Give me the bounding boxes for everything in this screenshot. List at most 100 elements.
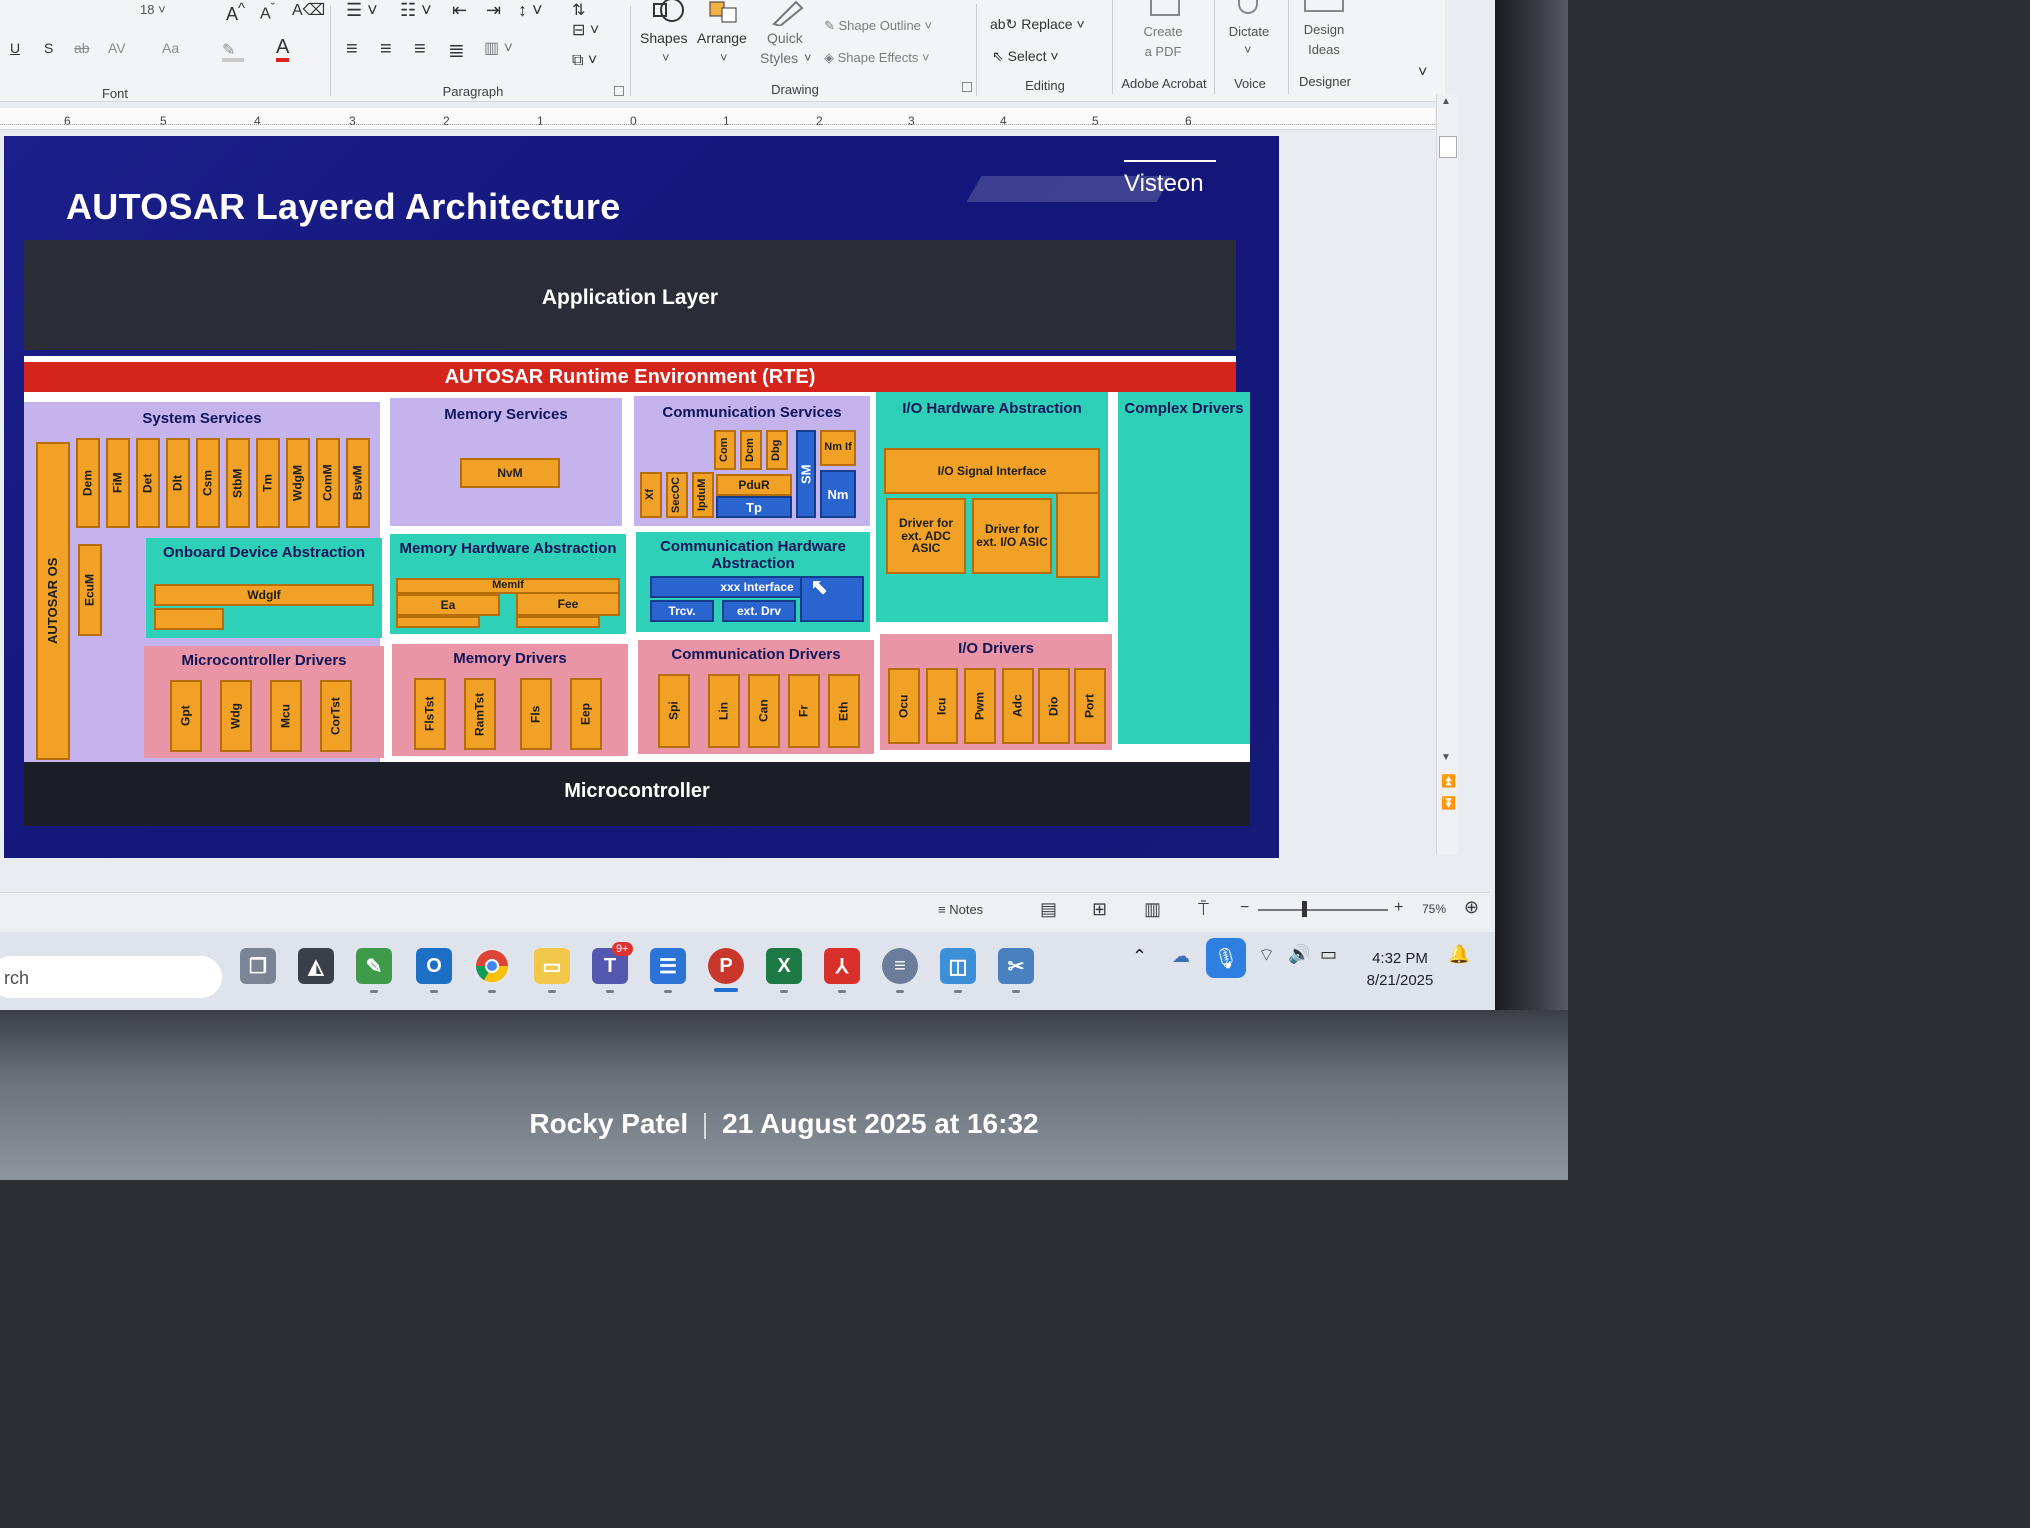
microphone-icon[interactable]: 🎙 [1206,938,1246,978]
font-size-box[interactable]: 18 ˅ [140,2,166,17]
fit-slide-icon[interactable]: ⊕ [1464,897,1480,917]
onedrive-icon[interactable]: ☁ [1172,946,1190,966]
align-left-icon[interactable]: ≡ [346,38,358,60]
dictate-button[interactable]: Dictate [1228,24,1270,39]
shrink-font-button[interactable]: Aˇ [260,0,276,23]
driver-adc-asic-block: Driver for ext. ADC ASIC [886,498,966,574]
align-center-icon[interactable]: ≡ [380,38,392,60]
bullets-icon[interactable]: ☰ ˅ [346,0,378,20]
font-color-button[interactable]: A [276,36,290,62]
design-ideas-label-1[interactable]: Design [1303,22,1345,37]
dialog-launcher-icon[interactable] [962,82,972,92]
notepad-icon[interactable]: ☰ [650,948,686,984]
shadow-button[interactable]: S [44,40,54,56]
collapse-ribbon-icon[interactable]: ˅ [1418,64,1428,81]
powerpoint-icon[interactable]: P [708,948,744,984]
align-text-icon[interactable]: ⊟ ˅ [572,22,600,39]
line-spacing-icon[interactable]: ↕ ˅ [518,0,543,20]
wifi-icon[interactable]: ⌔ [1258,945,1275,965]
shapes-button[interactable]: Shapes [640,30,688,46]
driver-io-asic-block: Driver for ext. I/O ASIC [972,498,1052,574]
notification-bell-icon[interactable]: 🔔 [1448,944,1471,964]
task-view-icon[interactable]: ❐ [240,948,276,984]
slideshow-icon[interactable]: ⍑ [1198,899,1209,919]
shape-outline-button[interactable]: ✎ Shape Outline ˅ [824,18,933,33]
file-explorer-icon[interactable]: ▭ [534,948,570,984]
grow-font-button[interactable]: A^ [226,0,246,24]
system-clock[interactable]: 4:32 PM 8/21/2025 [1352,948,1448,992]
running-indicator [488,990,496,993]
design-ideas-label-2[interactable]: Ideas [1308,42,1340,57]
excel-icon[interactable]: X [766,948,802,984]
io-drivers-region: I/O Drivers Ocu Icu Pwm Adc Dio Port [880,634,1112,750]
normal-view-icon[interactable]: ▤ [1040,899,1058,919]
highlight-icon[interactable]: ✎ [222,40,244,62]
reading-view-icon[interactable]: ▥ [1144,899,1162,919]
ruler-label: 3 [908,114,915,128]
clear-format-icon[interactable]: A⌫ [292,2,326,19]
battery-icon[interactable]: ▭ [1320,944,1338,964]
ruler-label: 4 [1000,114,1007,128]
columns-icon[interactable]: ▥ ˅ [484,40,513,57]
dialog-launcher-icon[interactable] [614,86,624,96]
shapes-icon [650,0,686,24]
smartart-icon[interactable]: ⧉ ˅ [572,52,598,69]
justify-icon[interactable]: ≣ [448,40,465,62]
text-direction-icon[interactable]: ⇅ [572,2,586,19]
numbering-icon[interactable]: ☷ ˅ [400,0,432,20]
vertical-scrollbar[interactable]: ▲ ▼ ⏫ ⏬ [1436,94,1458,854]
rte-label: AUTOSAR Runtime Environment (RTE) [444,366,816,388]
scrollbar-thumb[interactable] [1439,136,1457,158]
scroll-up-icon[interactable]: ▲ [1441,96,1451,107]
zoom-in-button[interactable]: + [1394,899,1404,916]
active-app-indicator [714,988,738,992]
underline-button[interactable]: U [10,40,21,56]
quick-styles-label-2[interactable]: Styles [760,50,799,66]
select-button[interactable]: ⇖ Select ˅ [992,48,1059,64]
slide-title: AUTOSAR Layered Architecture [66,186,621,227]
acrobat-icon[interactable]: ⅄ [824,948,860,984]
zoom-slider[interactable] [1258,909,1388,911]
communication-services-region: Communication Services Com Dcm Dbg Nm If… [634,396,870,526]
create-pdf-label-2[interactable]: a PDF [1144,44,1182,59]
arrange-button[interactable]: Arrange [697,30,747,46]
notes-button[interactable]: ≡ Notes [938,902,983,917]
dbg-block: Dbg [766,430,788,470]
fls-block: Fls [520,678,552,750]
divider [330,6,331,96]
zoom-out-button[interactable]: − [1240,899,1250,916]
quick-styles-label-1[interactable]: Quick [767,30,803,46]
shape-effects-button[interactable]: ◈ Shape Effects ˅ [824,50,930,65]
volume-icon[interactable]: 🔊 [1288,944,1311,964]
replace-label: Replace [1021,16,1073,32]
complex-drivers-region: Complex Drivers [1118,392,1250,744]
app-triangle-icon[interactable]: ◭ [298,948,334,984]
app-disk-icon[interactable]: ≡ [882,948,918,984]
align-right-icon[interactable]: ≡ [414,38,426,60]
decrease-indent-icon[interactable]: ⇤ [452,0,468,20]
strikethrough-button[interactable]: ab [74,40,90,56]
create-pdf-label-1[interactable]: Create [1143,24,1183,39]
csm-block: Csm [196,438,220,528]
drawing-group-label: Drawing [771,82,819,97]
running-indicator [664,990,672,993]
zoom-slider-thumb[interactable] [1302,901,1307,917]
previous-slide-icon[interactable]: ⏫ [1441,774,1456,788]
spreadsheet-app-icon[interactable]: ✎ [356,948,392,984]
search-box[interactable]: rch [0,956,222,998]
character-spacing-button[interactable]: AV [108,40,126,56]
zoom-level[interactable]: 75% [1422,902,1447,916]
outlook-icon[interactable]: O [416,948,452,984]
increase-indent-icon[interactable]: ⇥ [486,0,502,20]
remote-desktop-icon[interactable]: ◫ [940,948,976,984]
change-case-button[interactable]: Aa [162,40,180,56]
chrome-icon[interactable] [474,948,510,984]
slide-canvas[interactable]: AUTOSAR Layered Architecture Visteon App… [4,136,1279,858]
snipping-tool-icon[interactable]: ✂ [998,948,1034,984]
slide-sorter-icon[interactable]: ⊞ [1092,899,1108,919]
chevron-up-icon[interactable]: ⌃ [1132,946,1148,966]
microcontroller-drivers-header: Microcontroller Drivers [181,652,347,669]
scroll-down-icon[interactable]: ▼ [1441,752,1451,763]
next-slide-icon[interactable]: ⏬ [1441,796,1456,810]
replace-button[interactable]: ab↻ Replace ˅ [990,16,1085,32]
